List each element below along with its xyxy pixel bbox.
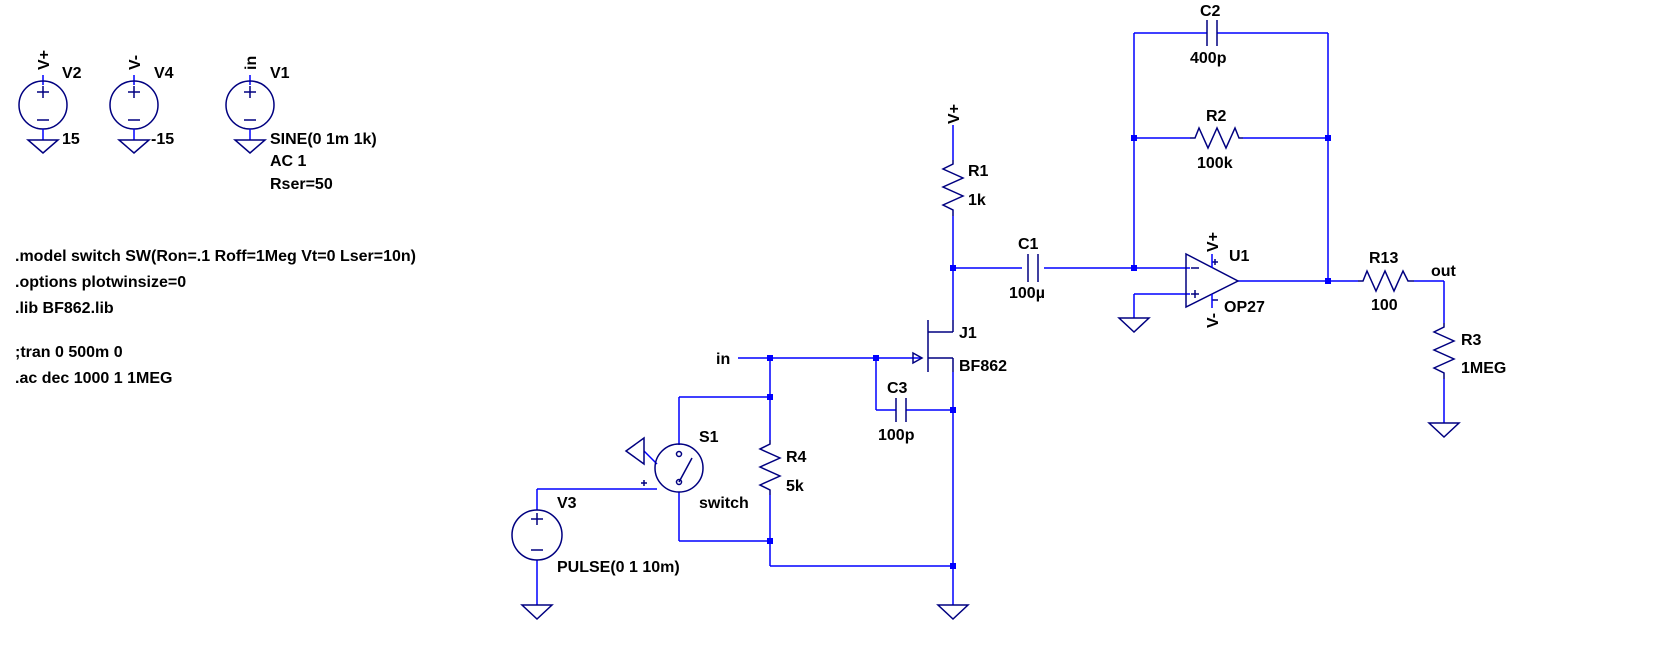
u1-vplus-label: V+ <box>1205 232 1222 252</box>
source-v3[interactable]: V3 PULSE(0 1 10m) <box>511 495 680 576</box>
ground-symbol <box>1427 422 1461 439</box>
wires <box>536 32 1445 605</box>
u1-vminus-label: V- <box>1205 313 1222 328</box>
u1-value: OP27 <box>1224 299 1265 316</box>
v1-ac: AC 1 <box>270 153 307 170</box>
r4-name: R4 <box>786 449 807 466</box>
opamp-u1[interactable]: V+ V- U1 OP27 <box>1185 232 1265 328</box>
junctions <box>767 135 1331 569</box>
c2-value: 400p <box>1190 50 1227 67</box>
resistor-r3[interactable]: R3 1MEG <box>1432 323 1506 379</box>
directive-line[interactable]: .ac dec 1000 1 1MEG <box>15 370 172 387</box>
directive-line[interactable]: .options plotwinsize=0 <box>15 274 186 291</box>
jfet-j1[interactable]: J1 BF862 <box>912 320 1007 375</box>
resistor-r4[interactable]: R4 5k <box>758 440 807 495</box>
in-net-label: in <box>716 351 730 368</box>
capacitor-c2[interactable]: C2 400p <box>1190 3 1227 67</box>
j1-value: BF862 <box>959 358 1007 375</box>
capacitor-c1[interactable]: C1 100µ <box>1009 236 1045 302</box>
resistor-r13[interactable]: R13 100 <box>1358 250 1414 314</box>
r3-name: R3 <box>1461 332 1482 349</box>
r13-value: 100 <box>1371 297 1398 314</box>
c2-name: C2 <box>1200 3 1221 20</box>
ground-symbol <box>520 604 554 621</box>
ground-symbol <box>1117 317 1151 334</box>
directive-line[interactable]: ;tran 0 500m 0 <box>15 344 123 361</box>
r3-value: 1MEG <box>1461 360 1506 377</box>
c1-name: C1 <box>1018 236 1039 253</box>
c3-value: 100p <box>878 427 915 444</box>
v1-rser: Rser=50 <box>270 176 333 193</box>
ground-symbol <box>936 604 970 621</box>
j1-name: J1 <box>959 325 977 342</box>
resistor-r2[interactable]: R2 100k <box>1190 108 1243 172</box>
source-v1[interactable]: in V1 SINE(0 1m 1k) AC 1 Rser=50 <box>225 56 377 193</box>
directive-line[interactable]: .model switch SW(Ron=.1 Roff=1Meg Vt=0 L… <box>15 248 416 265</box>
v1-name: V1 <box>270 65 290 82</box>
c3-name: C3 <box>887 380 908 397</box>
directive-line[interactable]: .lib BF862.lib <box>15 300 114 317</box>
v1-net-label: in <box>243 56 260 70</box>
v3-value: PULSE(0 1 10m) <box>557 559 680 576</box>
v3-name: V3 <box>557 495 577 512</box>
s1-value: switch <box>699 495 749 512</box>
c1-value: 100µ <box>1009 285 1045 302</box>
spice-directives: .model switch SW(Ron=.1 Roff=1Meg Vt=0 L… <box>15 248 416 387</box>
r2-name: R2 <box>1206 108 1227 125</box>
capacitor-c3[interactable]: C3 100p <box>878 380 915 444</box>
source-v4[interactable]: V- V4 -15 <box>109 55 174 154</box>
u1-name: U1 <box>1229 248 1250 265</box>
v1-value: SINE(0 1m 1k) <box>270 131 377 148</box>
vplus-net-label: V+ <box>946 104 963 124</box>
v2-value: 15 <box>62 131 80 148</box>
s1-name: S1 <box>699 429 719 446</box>
v2-net-label: V+ <box>36 50 53 70</box>
r13-name: R13 <box>1369 250 1398 267</box>
switch-s1[interactable]: S1 switch <box>624 429 749 512</box>
r1-value: 1k <box>968 192 986 209</box>
r4-value: 5k <box>786 478 804 495</box>
v4-name: V4 <box>154 65 174 82</box>
source-v2[interactable]: V+ V2 15 <box>18 50 82 154</box>
r1-name: R1 <box>968 163 989 180</box>
r2-value: 100k <box>1197 155 1233 172</box>
v4-value: -15 <box>151 131 174 148</box>
resistor-r1[interactable]: R1 1k <box>941 160 989 216</box>
out-net-label: out <box>1431 263 1457 280</box>
v2-name: V2 <box>62 65 82 82</box>
v4-net-label: V- <box>127 55 144 70</box>
